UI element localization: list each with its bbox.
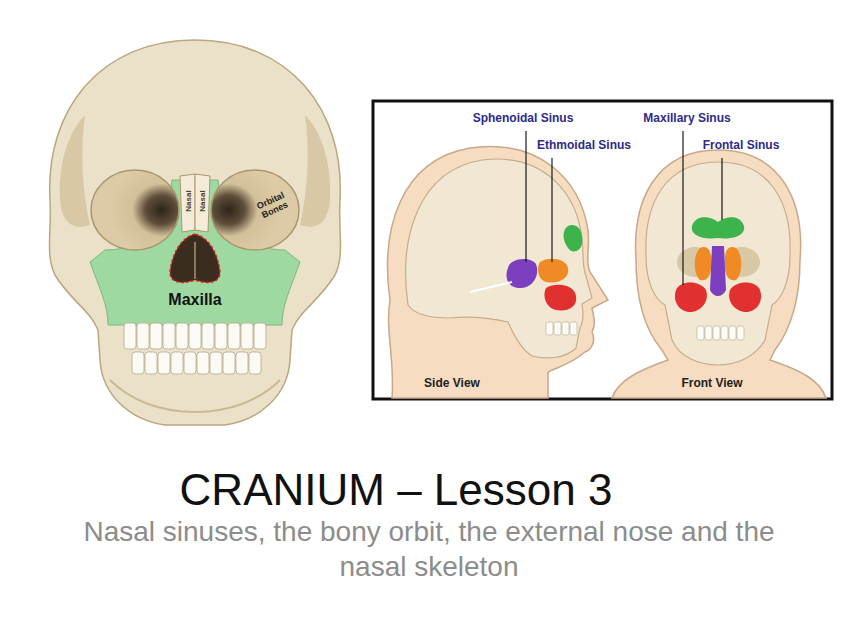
slide-title: CRANIUM – Lesson 3 xyxy=(24,466,768,514)
nasal-aperture xyxy=(194,242,196,279)
head-front xyxy=(612,150,826,398)
heading-anchor: Nasal sinuses, the bony orbit, the exter… xyxy=(59,514,799,584)
head-side xyxy=(507,259,538,288)
label-anchor: Ethmoidal Sinus xyxy=(537,139,631,152)
skull-front xyxy=(49,40,340,425)
bone-label: Nasal xyxy=(199,190,208,211)
leader-line xyxy=(526,131,722,285)
teeth xyxy=(163,323,175,349)
head-front xyxy=(725,247,741,280)
view-label: Front View xyxy=(681,377,742,390)
leader-line xyxy=(551,158,552,262)
label-anchor: Frontal Sinus xyxy=(703,139,780,152)
label-anchor: Maxillary Sinus xyxy=(643,112,730,125)
teeth xyxy=(228,323,240,349)
teeth xyxy=(197,352,209,374)
head-front xyxy=(692,217,744,238)
sinus-label: Frontal Sinus xyxy=(703,139,780,152)
heading-anchor: CRANIUM – Lesson 3 xyxy=(24,466,768,514)
label-anchor: Nasal xyxy=(185,190,194,211)
leader-line xyxy=(525,131,526,262)
sinus-label: Ethmoidal Sinus xyxy=(537,139,631,152)
teeth xyxy=(176,323,188,349)
teeth xyxy=(158,352,170,374)
sinus-panel xyxy=(373,101,832,399)
skull-front xyxy=(300,115,330,227)
head-front xyxy=(729,283,761,313)
leader-line xyxy=(721,158,722,220)
bone-label: Nasal xyxy=(185,190,194,211)
teeth xyxy=(249,352,261,374)
teeth xyxy=(171,352,183,374)
label-anchor: Orbital Bones xyxy=(249,188,297,225)
teeth xyxy=(254,323,266,349)
sinus-panel xyxy=(373,101,832,399)
head-front xyxy=(695,247,711,280)
head-front xyxy=(729,326,736,340)
teeth xyxy=(223,352,235,374)
nasal-bone xyxy=(180,174,195,232)
head-side xyxy=(538,259,568,283)
nasal-aperture xyxy=(170,234,220,282)
head-side xyxy=(562,322,569,335)
teeth xyxy=(184,352,196,374)
head-side xyxy=(546,322,553,335)
head-side xyxy=(554,322,561,335)
teeth xyxy=(236,352,248,374)
head-front xyxy=(612,150,826,398)
head-side xyxy=(564,225,583,251)
nasal-bone xyxy=(180,174,210,232)
head-front xyxy=(737,326,744,340)
head-front xyxy=(675,283,707,313)
teeth xyxy=(241,323,253,349)
skull-front xyxy=(49,40,340,425)
sinus-label: Sphenoidal Sinus xyxy=(473,112,574,125)
bone-label: Maxilla xyxy=(168,291,221,309)
head-front xyxy=(646,162,790,365)
skull-front xyxy=(60,115,90,227)
head-side xyxy=(570,322,577,335)
head-front xyxy=(705,326,712,340)
teeth xyxy=(215,323,227,349)
head-side xyxy=(388,147,608,398)
nasal-bone xyxy=(195,174,210,232)
teeth xyxy=(145,352,157,374)
head-side xyxy=(546,322,577,335)
teeth xyxy=(132,352,144,374)
head-side xyxy=(406,159,592,358)
leader-line xyxy=(682,131,683,285)
orbit xyxy=(91,170,179,250)
head-front xyxy=(697,326,744,340)
head-front xyxy=(713,326,720,340)
head-side xyxy=(388,147,608,398)
label-anchor: Front View xyxy=(681,377,742,390)
teeth xyxy=(124,323,266,374)
slide-subtitle: Nasal sinuses, the bony orbit, the exter… xyxy=(59,514,799,584)
skull-front xyxy=(110,380,280,412)
teeth xyxy=(202,323,214,349)
label-anchor: Sphenoidal Sinus xyxy=(473,112,574,125)
label-anchor: Nasal xyxy=(199,190,208,211)
bone-label: Orbital Bones xyxy=(249,188,297,225)
orbit xyxy=(211,170,299,250)
label-anchor: Maxilla xyxy=(168,291,221,309)
nasal-aperture xyxy=(170,234,220,282)
teeth xyxy=(210,352,222,374)
head-front xyxy=(697,326,704,340)
teeth xyxy=(137,323,149,349)
head-side xyxy=(544,285,576,311)
view-label: Side View xyxy=(424,377,480,390)
teeth xyxy=(189,323,201,349)
head-side xyxy=(470,282,512,292)
teeth xyxy=(150,323,162,349)
teeth xyxy=(124,323,136,349)
sinus-label: Maxillary Sinus xyxy=(643,112,730,125)
label-anchor: Side View xyxy=(424,377,480,390)
head-front xyxy=(710,246,726,296)
head-front xyxy=(721,326,728,340)
